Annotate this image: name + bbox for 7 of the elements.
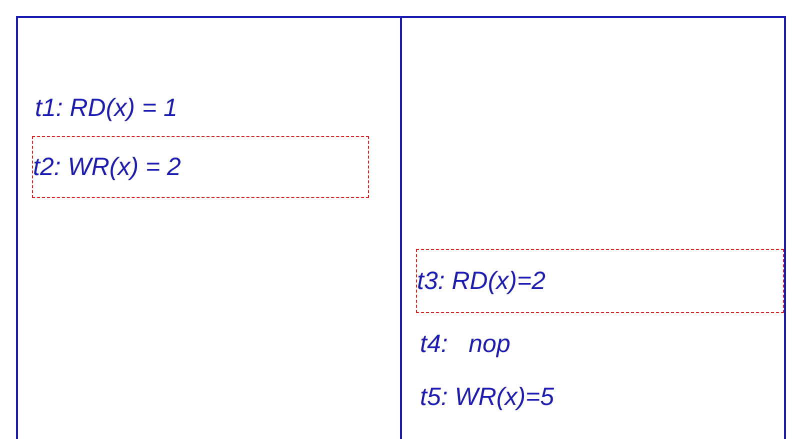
operation-text: t5: WR(x)=5 — [420, 382, 554, 412]
operation-text: t2: WR(x) = 2 — [33, 152, 181, 182]
operation-text: t3: RD(x)=2 — [417, 266, 546, 296]
dashed-highlight-box — [416, 249, 784, 313]
operation-text: t1: RD(x) = 1 — [35, 93, 178, 123]
operation-text: t4: nop — [420, 329, 510, 359]
dashed-highlight-box — [32, 136, 369, 198]
